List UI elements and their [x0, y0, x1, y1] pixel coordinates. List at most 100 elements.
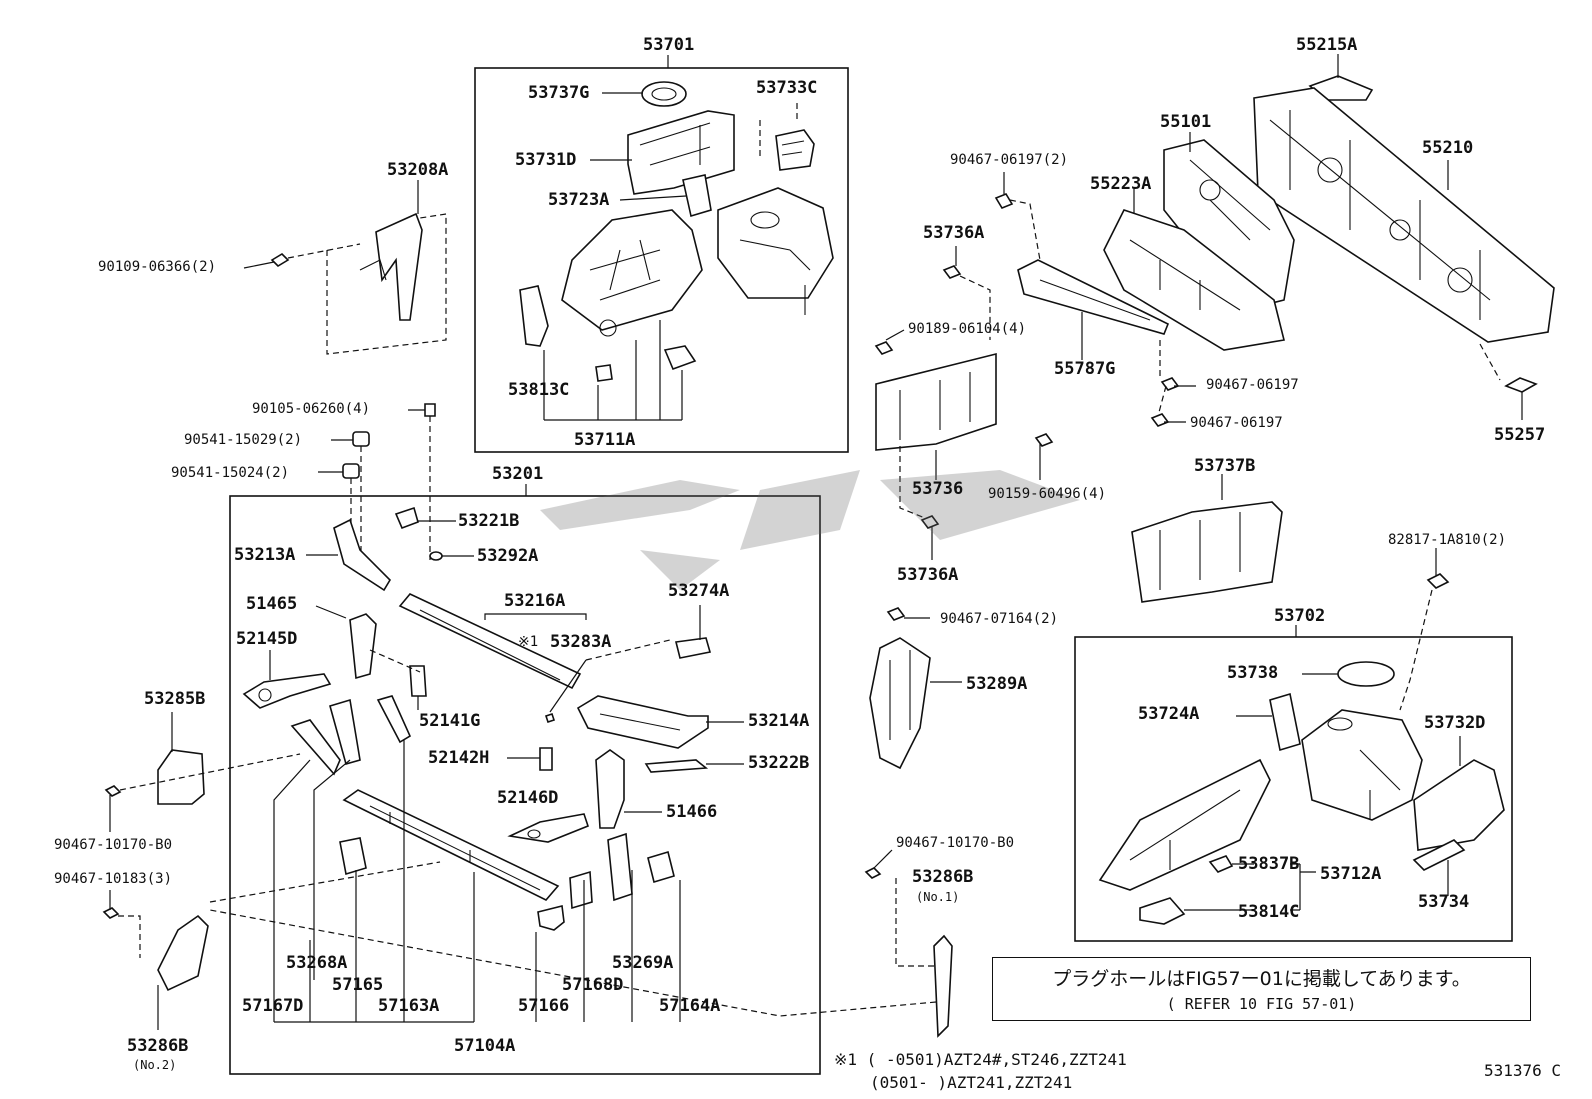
- label-52141G: 52141G: [419, 711, 481, 731]
- label-90109-06366: 90109-06366(2): [98, 259, 217, 275]
- label-57166: 57166: [518, 996, 570, 1016]
- part-57166: [537, 905, 565, 931]
- label-53712A: 53712A: [1320, 864, 1382, 884]
- part-53213A: [333, 518, 392, 592]
- label-53216A: 53216A: [504, 591, 566, 611]
- part-53723A: [682, 174, 712, 218]
- part-53285B: [157, 749, 205, 805]
- label-53736: 53736: [912, 479, 964, 499]
- part-front-apron-left: [561, 209, 703, 337]
- part-53274A: [675, 637, 712, 659]
- label-90467-10170-B0-right: 90467-10170-B0: [896, 835, 1015, 851]
- label-55210: 55210: [1422, 138, 1474, 158]
- part-53216A: [398, 593, 582, 690]
- part-53286B-no1: [933, 934, 953, 1038]
- part-53221B: [394, 506, 419, 530]
- part-52145D: [242, 673, 332, 709]
- label-55223A: 55223A: [1090, 174, 1152, 194]
- part-53732D: [1413, 759, 1505, 851]
- label-55215A: 55215A: [1296, 35, 1358, 55]
- part-53736A-bottom: [920, 515, 940, 529]
- part-90467-06197-a: [1160, 377, 1180, 391]
- part-90109-06366: [270, 252, 290, 268]
- label-53813C: 53813C: [508, 380, 570, 400]
- label-53286B-no2: 53286B: [127, 1036, 189, 1056]
- label-57163A: 57163A: [378, 996, 440, 1016]
- part-53269A: [607, 832, 633, 902]
- label-52145D: 52145D: [236, 629, 298, 649]
- part-53814C: [1139, 897, 1186, 925]
- part-53283A: [544, 712, 556, 724]
- part-90467-10170-B0-right: [864, 867, 882, 879]
- label-90467-10183: 90467-10183(3): [54, 871, 173, 887]
- part-53736: [875, 352, 997, 451]
- label-90467-06197-b: 90467-06197: [1190, 415, 1283, 431]
- part-53292A: [429, 551, 443, 561]
- part-53813C-bracket: [519, 285, 549, 347]
- label-53268A: 53268A: [286, 953, 348, 973]
- label-53711A: 53711A: [574, 430, 636, 450]
- part-53734: [1412, 839, 1466, 871]
- part-90541-15024: [342, 463, 360, 479]
- part-52142H: [539, 747, 553, 771]
- label-55101: 55101: [1160, 112, 1212, 132]
- part-53286B-no2: [157, 914, 209, 992]
- label-53221B: 53221B: [458, 511, 520, 531]
- part-57167D: [339, 837, 367, 876]
- label-53814C: 53814C: [1238, 902, 1300, 922]
- part-53837B: [1208, 855, 1234, 873]
- label-52142H: 52142H: [428, 748, 490, 768]
- label-53732D: 53732D: [1424, 713, 1486, 733]
- part-51465: [349, 613, 377, 680]
- part-55210: [1253, 87, 1555, 343]
- label-51465: 51465: [246, 594, 298, 614]
- note-japanese: プラグホールはFIG57ー01に掲載してあります。: [1052, 968, 1471, 990]
- label-90541-15029: 90541-15029(2): [184, 432, 303, 448]
- label-53285B: 53285B: [144, 689, 206, 709]
- part-51466: [595, 749, 625, 829]
- part-57104A: [342, 789, 560, 901]
- label-57164A: 57164A: [659, 996, 721, 1016]
- label-no2: (No.2): [133, 1058, 177, 1072]
- label-53736A-bottom: 53736A: [897, 565, 959, 585]
- part-53724A: [1269, 692, 1301, 752]
- label-55257: 55257: [1494, 425, 1546, 445]
- part-53736A-top: [942, 265, 962, 279]
- part-90467-07164: [886, 607, 906, 621]
- part-53738: [1337, 661, 1395, 687]
- label-53738: 53738: [1227, 663, 1279, 683]
- part-53711A-clip: [663, 345, 697, 371]
- note-box: プラグホールはFIG57ー01に掲載してあります。 ( REFER 10 FIG…: [992, 957, 1531, 1021]
- figure-code: 531376 C: [1484, 1061, 1562, 1080]
- note-english: ( REFER 10 FIG 57-01): [1166, 995, 1357, 1013]
- part-53737B: [1131, 501, 1283, 603]
- part-57163A: [376, 695, 412, 744]
- footnote-line-2: (0501- )AZT241,ZZT241: [870, 1073, 1073, 1092]
- label-53734: 53734: [1418, 892, 1470, 912]
- part-53214A: [576, 695, 709, 749]
- part-90467-06197-2: [994, 193, 1014, 209]
- label-57168D: 57168D: [562, 975, 624, 995]
- label-57104A: 57104A: [454, 1036, 516, 1056]
- label-55787G: 55787G: [1054, 359, 1116, 379]
- label-90105-06260: 90105-06260(4): [252, 401, 371, 417]
- watermark-logo: [540, 470, 1080, 590]
- label-53731D: 53731D: [515, 150, 577, 170]
- group-box-53701: [474, 67, 849, 453]
- footnote-mark-1: ※1: [518, 634, 539, 650]
- label-53208A: 53208A: [387, 160, 449, 180]
- part-wheel-house: [717, 187, 834, 315]
- part-90467-10170-B0-left: [104, 785, 122, 797]
- part-57164A: [647, 850, 675, 884]
- label-53283A: 53283A: [550, 632, 612, 652]
- label-53214A: 53214A: [748, 711, 810, 731]
- part-90541-15029: [352, 431, 370, 447]
- label-53837B: 53837B: [1238, 854, 1300, 874]
- label-no1: (No.1): [916, 890, 960, 904]
- label-53289A: 53289A: [966, 674, 1028, 694]
- part-82817-1A810: [1426, 573, 1450, 589]
- part-57168D: [569, 870, 593, 910]
- label-90189-06104: 90189-06104(4): [908, 321, 1027, 337]
- label-53274A: 53274A: [668, 581, 730, 601]
- label-53737B: 53737B: [1194, 456, 1256, 476]
